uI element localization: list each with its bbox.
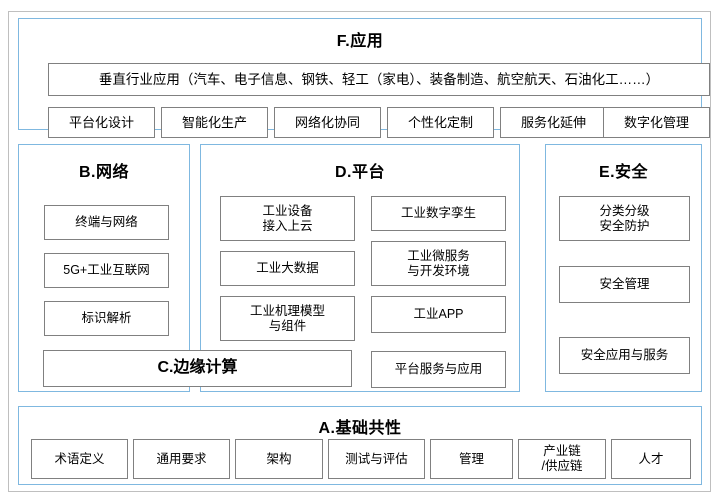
section-e-title: E.安全 [598, 164, 649, 181]
section-a-title: A.基础共性 [318, 420, 402, 437]
b-cell-identification-resolution[interactable]: 标识解析 [44, 301, 169, 336]
a-cell-general-requirements[interactable]: 通用要求 [133, 439, 230, 479]
section-e-security[interactable]: E.安全 分类分级 安全防护 安全管理 安全应用与服务 [545, 144, 702, 392]
b-cell-terminal-and-network[interactable]: 终端与网络 [44, 205, 169, 240]
f-cell-networked-collaboration[interactable]: 网络化协同 [274, 107, 381, 138]
d-cell-equipment-cloud-access[interactable]: 工业设备 接入上云 [220, 196, 355, 241]
section-a-foundation-commonality[interactable]: A.基础共性 术语定义 通用要求 架构 测试与评估 管理 产业链 /供应链 人才 [18, 406, 702, 485]
e-cell-security-management[interactable]: 安全管理 [559, 266, 690, 303]
d-cell-industrial-digital-twin[interactable]: 工业数字孪生 [371, 196, 506, 231]
a-cell-industry-supply-chain[interactable]: 产业链 /供应链 [518, 439, 606, 479]
section-b-title: B.网络 [78, 164, 129, 181]
f-cell-platform-design[interactable]: 平台化设计 [48, 107, 155, 138]
section-d-title: D.平台 [334, 164, 385, 181]
section-d-platform[interactable]: D.平台 工业设备 接入上云 工业大数据 工业机理模型 与组件 工业数字孪生 工… [200, 144, 520, 392]
section-c-edge-computing[interactable]: C.边缘计算 [43, 350, 352, 387]
f-cell-service-extension[interactable]: 服务化延伸 [500, 107, 607, 138]
f-vertical-industry-box[interactable]: 垂直行业应用（汽车、电子信息、钢铁、轻工（家电）、装备制造、航空航天、石油化工…… [48, 63, 710, 96]
section-f-application[interactable]: F.应用 垂直行业应用（汽车、电子信息、钢铁、轻工（家电）、装备制造、航空航天、… [18, 18, 710, 138]
f-cell-personalized-customization[interactable]: 个性化定制 [387, 107, 494, 138]
b-cell-5g-industrial-internet[interactable]: 5G+工业互联网 [44, 253, 169, 288]
a-cell-terminology-definition[interactable]: 术语定义 [31, 439, 128, 479]
e-cell-classified-graded-protection[interactable]: 分类分级 安全防护 [559, 196, 690, 241]
a-cell-management[interactable]: 管理 [430, 439, 513, 479]
f-cell-digital-management[interactable]: 数字化管理 [603, 107, 710, 138]
e-cell-security-applications-and-services[interactable]: 安全应用与服务 [559, 337, 690, 374]
d-cell-mechanism-model-and-components[interactable]: 工业机理模型 与组件 [220, 296, 355, 341]
a-cell-talent[interactable]: 人才 [611, 439, 691, 479]
a-cell-architecture[interactable]: 架构 [235, 439, 323, 479]
d-cell-industrial-big-data[interactable]: 工业大数据 [220, 251, 355, 286]
f-cell-intelligent-production[interactable]: 智能化生产 [161, 107, 268, 138]
section-f-title: F.应用 [336, 33, 384, 50]
a-cell-testing-and-evaluation[interactable]: 测试与评估 [328, 439, 425, 479]
d-cell-industrial-app[interactable]: 工业APP [371, 296, 506, 333]
d-cell-microservices-and-dev-environment[interactable]: 工业微服务 与开发环境 [371, 241, 506, 286]
d-cell-platform-services-and-applications[interactable]: 平台服务与应用 [371, 351, 506, 388]
